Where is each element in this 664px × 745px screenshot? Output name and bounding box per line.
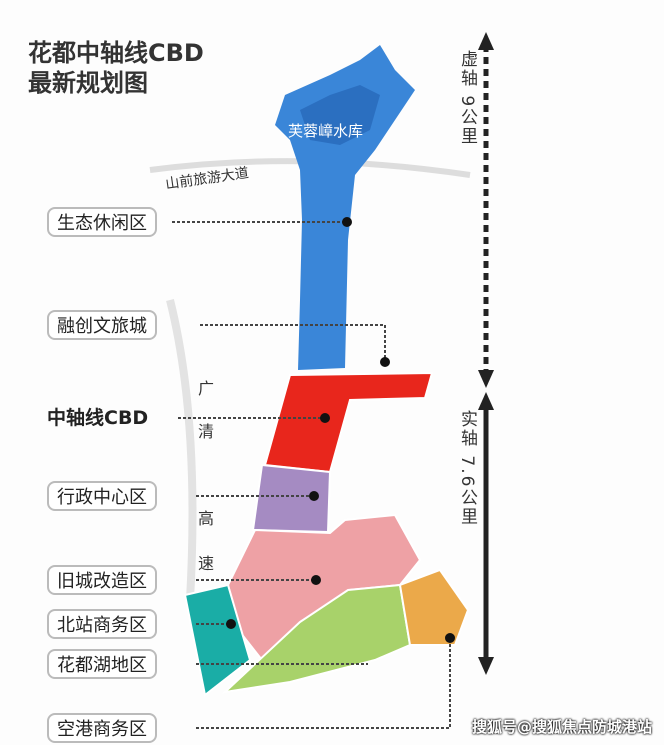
real-axis-arrow: [478, 392, 494, 675]
leader-lines: [172, 221, 451, 729]
zone-label-sunac: 融创文旅城: [47, 310, 157, 340]
title-line-1: 花都中轴线CBD: [28, 39, 204, 67]
highway-label-2: 清: [198, 422, 215, 441]
zone-label-cbd: 中轴线CBD: [47, 407, 149, 429]
highway-label-4: 速: [198, 554, 215, 573]
watermark: 搜狐号@搜狐焦点防城港站: [471, 718, 652, 736]
title-line-2: 最新规划图: [28, 69, 148, 97]
zone-label-oldtown: 旧城改造区: [47, 565, 157, 595]
zone-cbd: [263, 371, 434, 474]
highway-label-1: 广: [198, 379, 215, 398]
reservoir: [300, 85, 380, 145]
zone-label-admin: 行政中心区: [47, 481, 157, 511]
highway-label-3: 高: [198, 509, 215, 528]
zone-label-airport: 空港商务区: [47, 713, 157, 743]
zone-label-ecology: 生态休闲区: [47, 207, 157, 237]
zone-label-lake: 花都湖地区: [47, 649, 157, 679]
reservoir-label: 芙蓉嶂水库: [288, 122, 364, 140]
zone-airport: [398, 568, 470, 646]
zone-dots: [226, 217, 455, 643]
zone-admin: [251, 463, 332, 534]
real-axis-label: 实轴 7.6公里: [457, 410, 477, 527]
virtual-axis-label: 虚轴 9公里: [457, 50, 477, 147]
zone-label-north-station: 北站商务区: [47, 609, 157, 639]
virtual-axis-arrow: [478, 32, 494, 388]
highway-road: [166, 299, 197, 601]
zone-north-station: [183, 583, 252, 697]
